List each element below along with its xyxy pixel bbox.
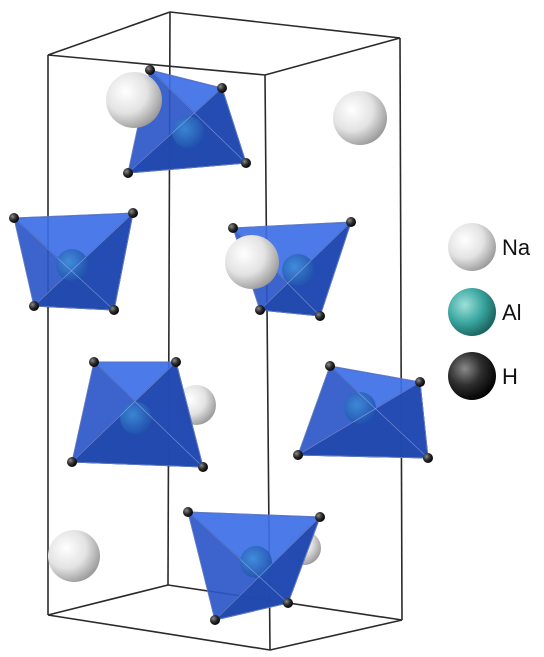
legend-item-na: Na (448, 223, 531, 271)
h-atom (128, 208, 138, 218)
tetrahedron-edge (71, 361, 177, 463)
tetrahedron-edge (214, 602, 289, 621)
h-atom (29, 301, 39, 311)
cell-edge (47, 54, 266, 76)
tetrahedron-edge (419, 381, 429, 459)
na-sphere (106, 72, 162, 128)
tetrahedron-edge (149, 69, 247, 164)
alh4-tetrahedron (293, 361, 433, 463)
cell-edge (47, 614, 271, 651)
h-atom (123, 168, 133, 178)
legend: Na Al H (448, 223, 531, 400)
h-atom (293, 450, 303, 460)
legend-label-na: Na (502, 235, 531, 260)
cell-edge (47, 584, 169, 616)
h-atom (183, 507, 193, 517)
tetrahedron-edge (127, 162, 247, 174)
tetrahedron-edge (214, 516, 321, 621)
tetrahedron-edge (113, 212, 134, 311)
h-sphere-icon (448, 352, 496, 400)
tetrahedron-edge (297, 381, 421, 456)
h-atom (217, 83, 227, 93)
tetrahedron-edge (297, 454, 429, 459)
h-atom (283, 598, 293, 608)
al-atom (120, 402, 152, 434)
alh4-tetrahedron (67, 357, 208, 472)
cell-edge (399, 37, 403, 621)
alh4-tetrahedron (183, 507, 325, 625)
tetrahedron-edge (13, 217, 35, 307)
h-atom (325, 361, 335, 371)
tetrahedron-edge (259, 221, 352, 311)
al-atom (240, 546, 272, 578)
cell-edge (47, 11, 171, 56)
tetrahedron-edge (329, 365, 421, 383)
cell-edge (264, 37, 401, 76)
tetrahedron-edge (71, 361, 95, 463)
tetrahedron-edge (187, 511, 321, 518)
tetrahedron-edge (13, 217, 115, 311)
na-sphere-icon (448, 223, 496, 271)
tetrahedron-edge (13, 212, 134, 219)
h-atom (89, 357, 99, 367)
na-sphere (225, 235, 279, 289)
h-atom (171, 357, 181, 367)
h-atom (241, 158, 251, 168)
na-sphere (333, 91, 387, 145)
tetrahedron-edge (329, 365, 429, 459)
h-atom (315, 512, 325, 522)
tetrahedron-edge (33, 305, 115, 311)
tetrahedron-edge (232, 221, 352, 229)
al-sphere-icon (448, 288, 496, 336)
tetrahedron-edge (33, 212, 134, 307)
tetrahedron-edge (187, 511, 289, 604)
legend-item-al: Al (448, 288, 522, 336)
tetrahedron-edge (93, 361, 204, 468)
h-atom (315, 311, 325, 321)
na-sphere (48, 530, 100, 582)
al-atom (56, 249, 88, 281)
alh4-tetrahedra-and-na-ions (9, 65, 433, 625)
h-atom (9, 213, 19, 223)
tetrahedron-edge (187, 511, 216, 621)
h-atom (210, 615, 220, 625)
tetrahedron-edge (175, 361, 204, 468)
h-atom (228, 223, 238, 233)
h-atom (198, 462, 208, 472)
tetrahedron-edge (149, 69, 223, 89)
h-atom (109, 305, 119, 315)
al-atom (282, 254, 314, 286)
h-atom (145, 65, 155, 75)
cell-edge (269, 619, 403, 651)
al-atom (344, 392, 376, 424)
legend-label-h: H (502, 364, 518, 389)
h-atom (423, 453, 433, 463)
alh4-tetrahedron (9, 208, 138, 315)
tetrahedron-edge (287, 516, 321, 604)
cell-edge (169, 11, 401, 39)
tetrahedron-edge (71, 461, 204, 468)
tetrahedron-edge (221, 87, 247, 164)
h-atom (67, 457, 77, 467)
tetrahedron-edge (259, 309, 321, 317)
legend-item-h: H (448, 352, 518, 400)
legend-label-al: Al (502, 300, 522, 325)
h-atom (255, 305, 265, 315)
h-atom (415, 377, 425, 387)
al-atom (172, 116, 204, 148)
tetrahedron-edge (127, 87, 223, 174)
h-atom (346, 217, 356, 227)
tetrahedron-edge (297, 365, 331, 456)
tetrahedron-edge (319, 221, 352, 317)
